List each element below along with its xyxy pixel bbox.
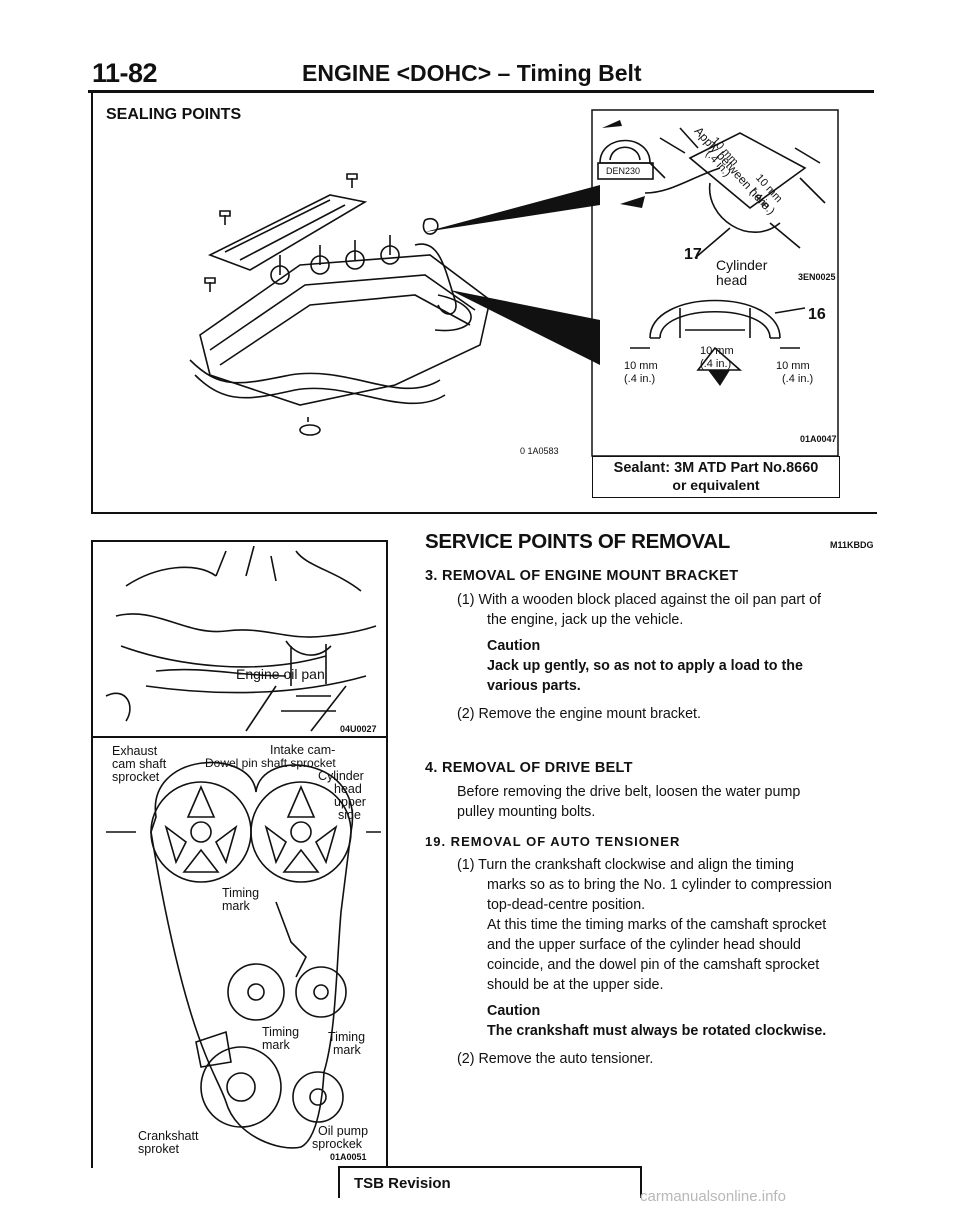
cylinder-head-label-2: head bbox=[716, 272, 748, 288]
sprocket-label: sprocket bbox=[112, 770, 160, 784]
head-label: head bbox=[334, 782, 362, 796]
step-19-para-1g: should be at the upper side. bbox=[487, 977, 664, 993]
oil-pump-label-2: sprockek bbox=[312, 1137, 363, 1151]
dim-left: 10 mm bbox=[624, 360, 658, 372]
sealant-line-1: Sealant: 3M ATD Part No.8660 bbox=[613, 460, 819, 476]
cylinder-label: Cylinder bbox=[318, 769, 364, 783]
service-points-heading: SERVICE POINTS OF REMOVAL bbox=[425, 530, 730, 553]
timing-mark-1-label-2: mark bbox=[222, 899, 250, 913]
cylinder-head-cover-figure bbox=[180, 160, 600, 460]
sealant-box: Sealant: 3M ATD Part No.8660 or equivale… bbox=[592, 456, 840, 498]
dowel-label: Dowel pin shaft sprocket bbox=[205, 756, 336, 770]
step-19-para-2: (2) Remove the auto tensioner. bbox=[457, 1051, 654, 1067]
step-19-para-1f: coincide, and the dowel pin of the camsh… bbox=[487, 957, 820, 973]
page-number: 11-82 bbox=[92, 58, 158, 88]
oil-pan-label: Engine oil pan bbox=[236, 666, 325, 682]
step-4-para-a: Before removing the drive belt, loosen t… bbox=[457, 784, 801, 800]
side-label: side bbox=[338, 808, 361, 822]
step-19-caution-label: Caution bbox=[487, 1003, 541, 1019]
timing-mark-3-label: Timing bbox=[328, 1030, 366, 1044]
step-3-para-1b: the engine, jack up the vehicle. bbox=[487, 612, 684, 628]
timing-belt-figure bbox=[96, 742, 384, 1162]
dim-right: 10 mm bbox=[776, 360, 810, 372]
belt-figure-code: 01A0051 bbox=[330, 1152, 367, 1162]
oil-pump-label: Oil pump bbox=[318, 1124, 369, 1138]
crankshaft-label-2: sproket bbox=[138, 1142, 179, 1156]
den-label: DEN230 bbox=[606, 166, 641, 176]
step-19-para-1e: and the upper surface of the cylinder he… bbox=[487, 937, 801, 953]
figure-code-right-top: 3EN0025 bbox=[798, 272, 836, 282]
timing-mark-2-label: Timing bbox=[262, 1025, 300, 1039]
part-number-16: 16 bbox=[808, 306, 826, 323]
sealant-line-2: or equivalent bbox=[672, 477, 760, 493]
step-3-para-2: (2) Remove the engine mount bracket. bbox=[457, 706, 701, 722]
step-3-caution-b: various parts. bbox=[487, 678, 581, 694]
oil-pan-figure-code: 04U0027 bbox=[340, 724, 377, 734]
step-3-title: 3. REMOVAL OF ENGINE MOUNT BRACKET bbox=[425, 568, 739, 584]
step-19-para-1a: (1) Turn the crankshaft clockwise and al… bbox=[457, 857, 794, 873]
step-19-caution: The crankshaft must always be rotated cl… bbox=[487, 1023, 827, 1039]
sealing-points-heading: SEALING POINTS bbox=[106, 106, 242, 123]
step-19-para-1d: At this time the timing marks of the cam… bbox=[487, 917, 827, 933]
dim-left-2: (.4 in.) bbox=[624, 373, 656, 385]
intake-label: Intake cam- bbox=[270, 743, 336, 757]
step-4-title: 4. REMOVAL OF DRIVE BELT bbox=[425, 760, 633, 776]
sealant-detail-figure bbox=[590, 108, 840, 458]
left-border bbox=[91, 92, 93, 512]
figure-frame-top bbox=[91, 540, 387, 542]
step-3-caution-label: Caution bbox=[487, 638, 541, 654]
section-divider bbox=[91, 512, 877, 514]
tsb-revision-box: TSB Revision bbox=[338, 1166, 642, 1198]
step-3-caution-a: Jack up gently, so as not to apply a loa… bbox=[487, 658, 803, 674]
dim-center-2: (.4 in.) bbox=[700, 358, 732, 370]
figure-code-right-bottom: 01A0047 bbox=[800, 434, 837, 444]
cylinder-head-label: Cylinder bbox=[716, 257, 768, 273]
step-19-para-1c: top-dead-centre position. bbox=[487, 897, 646, 913]
step-4-para-b: pulley mounting bolts. bbox=[457, 804, 596, 820]
timing-mark-2-label-2: mark bbox=[262, 1038, 290, 1052]
service-points-section: SERVICE POINTS OF REMOVAL 3. REMOVAL OF … bbox=[425, 530, 880, 1069]
service-code: M11KBDG bbox=[830, 540, 874, 550]
dim-center: 10 mm bbox=[700, 345, 734, 357]
figure-frame-mid bbox=[91, 736, 387, 738]
timing-mark-1-label: Timing bbox=[222, 886, 260, 900]
upper-label: upper bbox=[334, 795, 366, 809]
cam-shaft-label: cam shaft bbox=[112, 757, 167, 771]
tsb-revision-label: TSB Revision bbox=[354, 1175, 451, 1192]
step-19-title: 19. REMOVAL OF AUTO TENSIONER bbox=[425, 834, 681, 849]
oil-pan-jack-figure bbox=[96, 546, 384, 732]
exhaust-label: Exhaust bbox=[112, 744, 158, 758]
figure-frame-right bbox=[386, 540, 388, 1168]
part-number-17: 17 bbox=[684, 246, 702, 263]
step-3-para-1a: (1) With a wooden block placed against t… bbox=[457, 592, 821, 608]
header-rule bbox=[88, 90, 874, 93]
dim-right-2: (.4 in.) bbox=[782, 373, 814, 385]
figure-frame-left bbox=[91, 540, 93, 1168]
step-19-para-1b: marks so as to bring the No. 1 cylinder … bbox=[487, 877, 832, 893]
crankshaft-label: Crankshatt bbox=[138, 1129, 199, 1143]
timing-mark-3-label-2: mark bbox=[333, 1043, 361, 1057]
watermark: carmanualsonline.info bbox=[640, 1188, 786, 1205]
figure-code-left: 0 1A0583 bbox=[520, 446, 559, 456]
page-title: ENGINE <DOHC> – Timing Belt bbox=[302, 60, 642, 86]
